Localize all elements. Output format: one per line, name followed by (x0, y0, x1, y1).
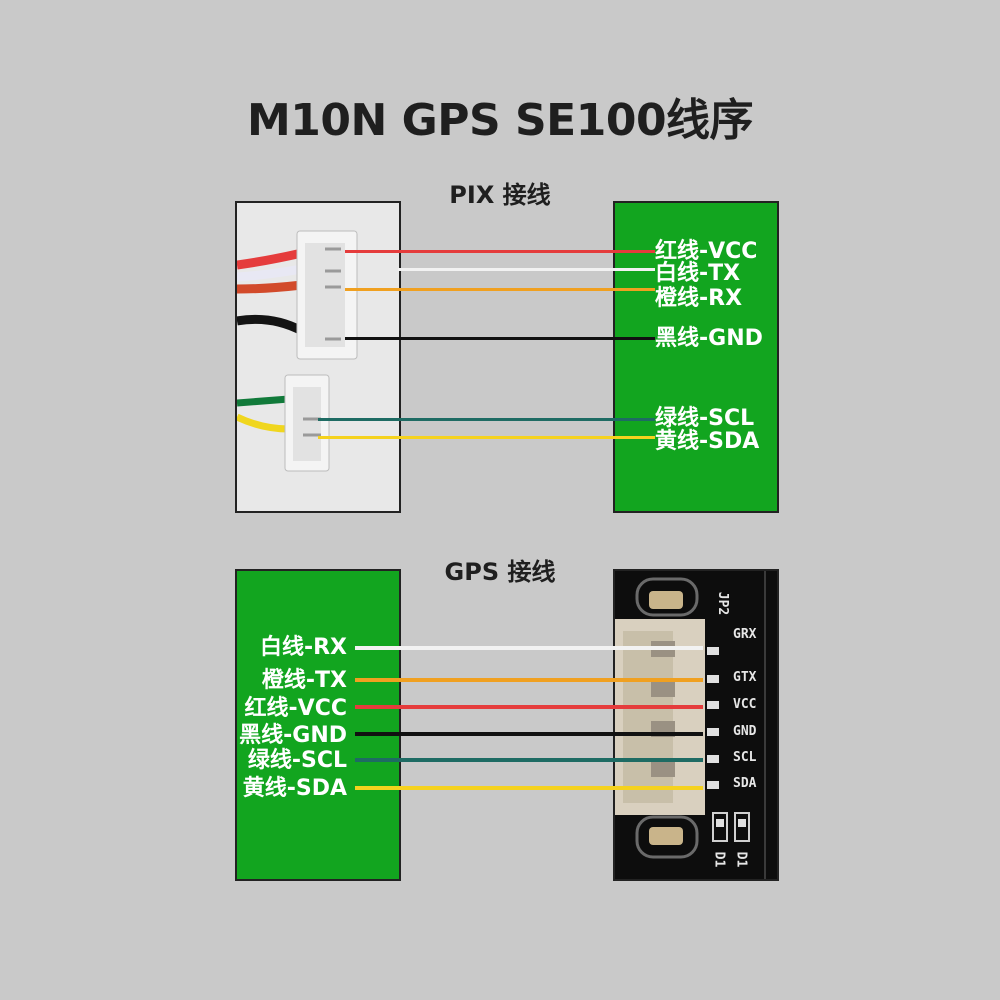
silk-pin-gtx: GTX (733, 670, 757, 685)
gps-label-tx: 橙线-TX (261, 668, 347, 693)
gps-label-gnd: 黑线-GND (239, 723, 347, 748)
silk-pin-sda: SDA (733, 776, 757, 791)
gps-label-vcc: 红线-VCC (244, 696, 347, 721)
pix-label-gnd: 黑线-GND (655, 326, 763, 351)
gps-label-rx: 白线-RX (259, 635, 347, 660)
silk-d1-left: D1 (711, 851, 727, 868)
gps-section-title: GPS 接线 (444, 558, 556, 586)
gps-green-panel: 白线-RX 橙线-TX 红线-VCC 黑线-GND 绿线-SCL 黄线-SDA (235, 569, 401, 881)
pix-label-rx: 橙线-RX (655, 286, 743, 311)
pix-wire-vcc (345, 250, 655, 253)
gps-wire-scl (355, 758, 703, 762)
pix-green-panel: 红线-VCC 白线-TX 橙线-RX 黑线-GND 绿线-SCL 黄线-SDA (613, 201, 779, 513)
silk-pin-scl: SCL (733, 750, 757, 765)
pix-wire-tx (398, 268, 655, 271)
silk-pin-gnd: GND (733, 724, 757, 739)
gps-label-scl: 绿线-SCL (247, 748, 347, 773)
gps-label-sda: 黄线-SDA (242, 776, 347, 801)
gps-wire-gnd (355, 732, 703, 736)
pix-label-scl: 绿线-SCL (655, 406, 755, 431)
gps-wire-sda (355, 786, 703, 790)
page-title: M10N GPS SE100线序 (246, 95, 754, 146)
pix-wire-rx (345, 288, 655, 291)
gps-wire-vcc (355, 705, 703, 709)
pix-wire-scl (318, 418, 655, 421)
silk-pin-grx: GRX (733, 627, 757, 642)
silk-pin-vcc: VCC (733, 697, 757, 712)
gps-wire-tx (355, 678, 703, 682)
pix-connector-photo (235, 201, 401, 513)
pix-wire-sda (318, 436, 655, 439)
silk-connector: JP2 (715, 591, 731, 616)
silk-d1-right: D1 (733, 851, 749, 868)
gps-board-photo: JP2 GRX GTX VCC GND SCL SDA D1 D1 (613, 569, 779, 881)
pix-label-tx: 白线-TX (655, 261, 741, 286)
pix-wire-gnd (345, 337, 655, 340)
gps-wire-rx (355, 646, 703, 650)
pix-label-vcc: 红线-VCC (655, 239, 758, 264)
pix-section-title: PIX 接线 (449, 181, 551, 209)
pix-label-sda: 黄线-SDA (655, 429, 760, 454)
